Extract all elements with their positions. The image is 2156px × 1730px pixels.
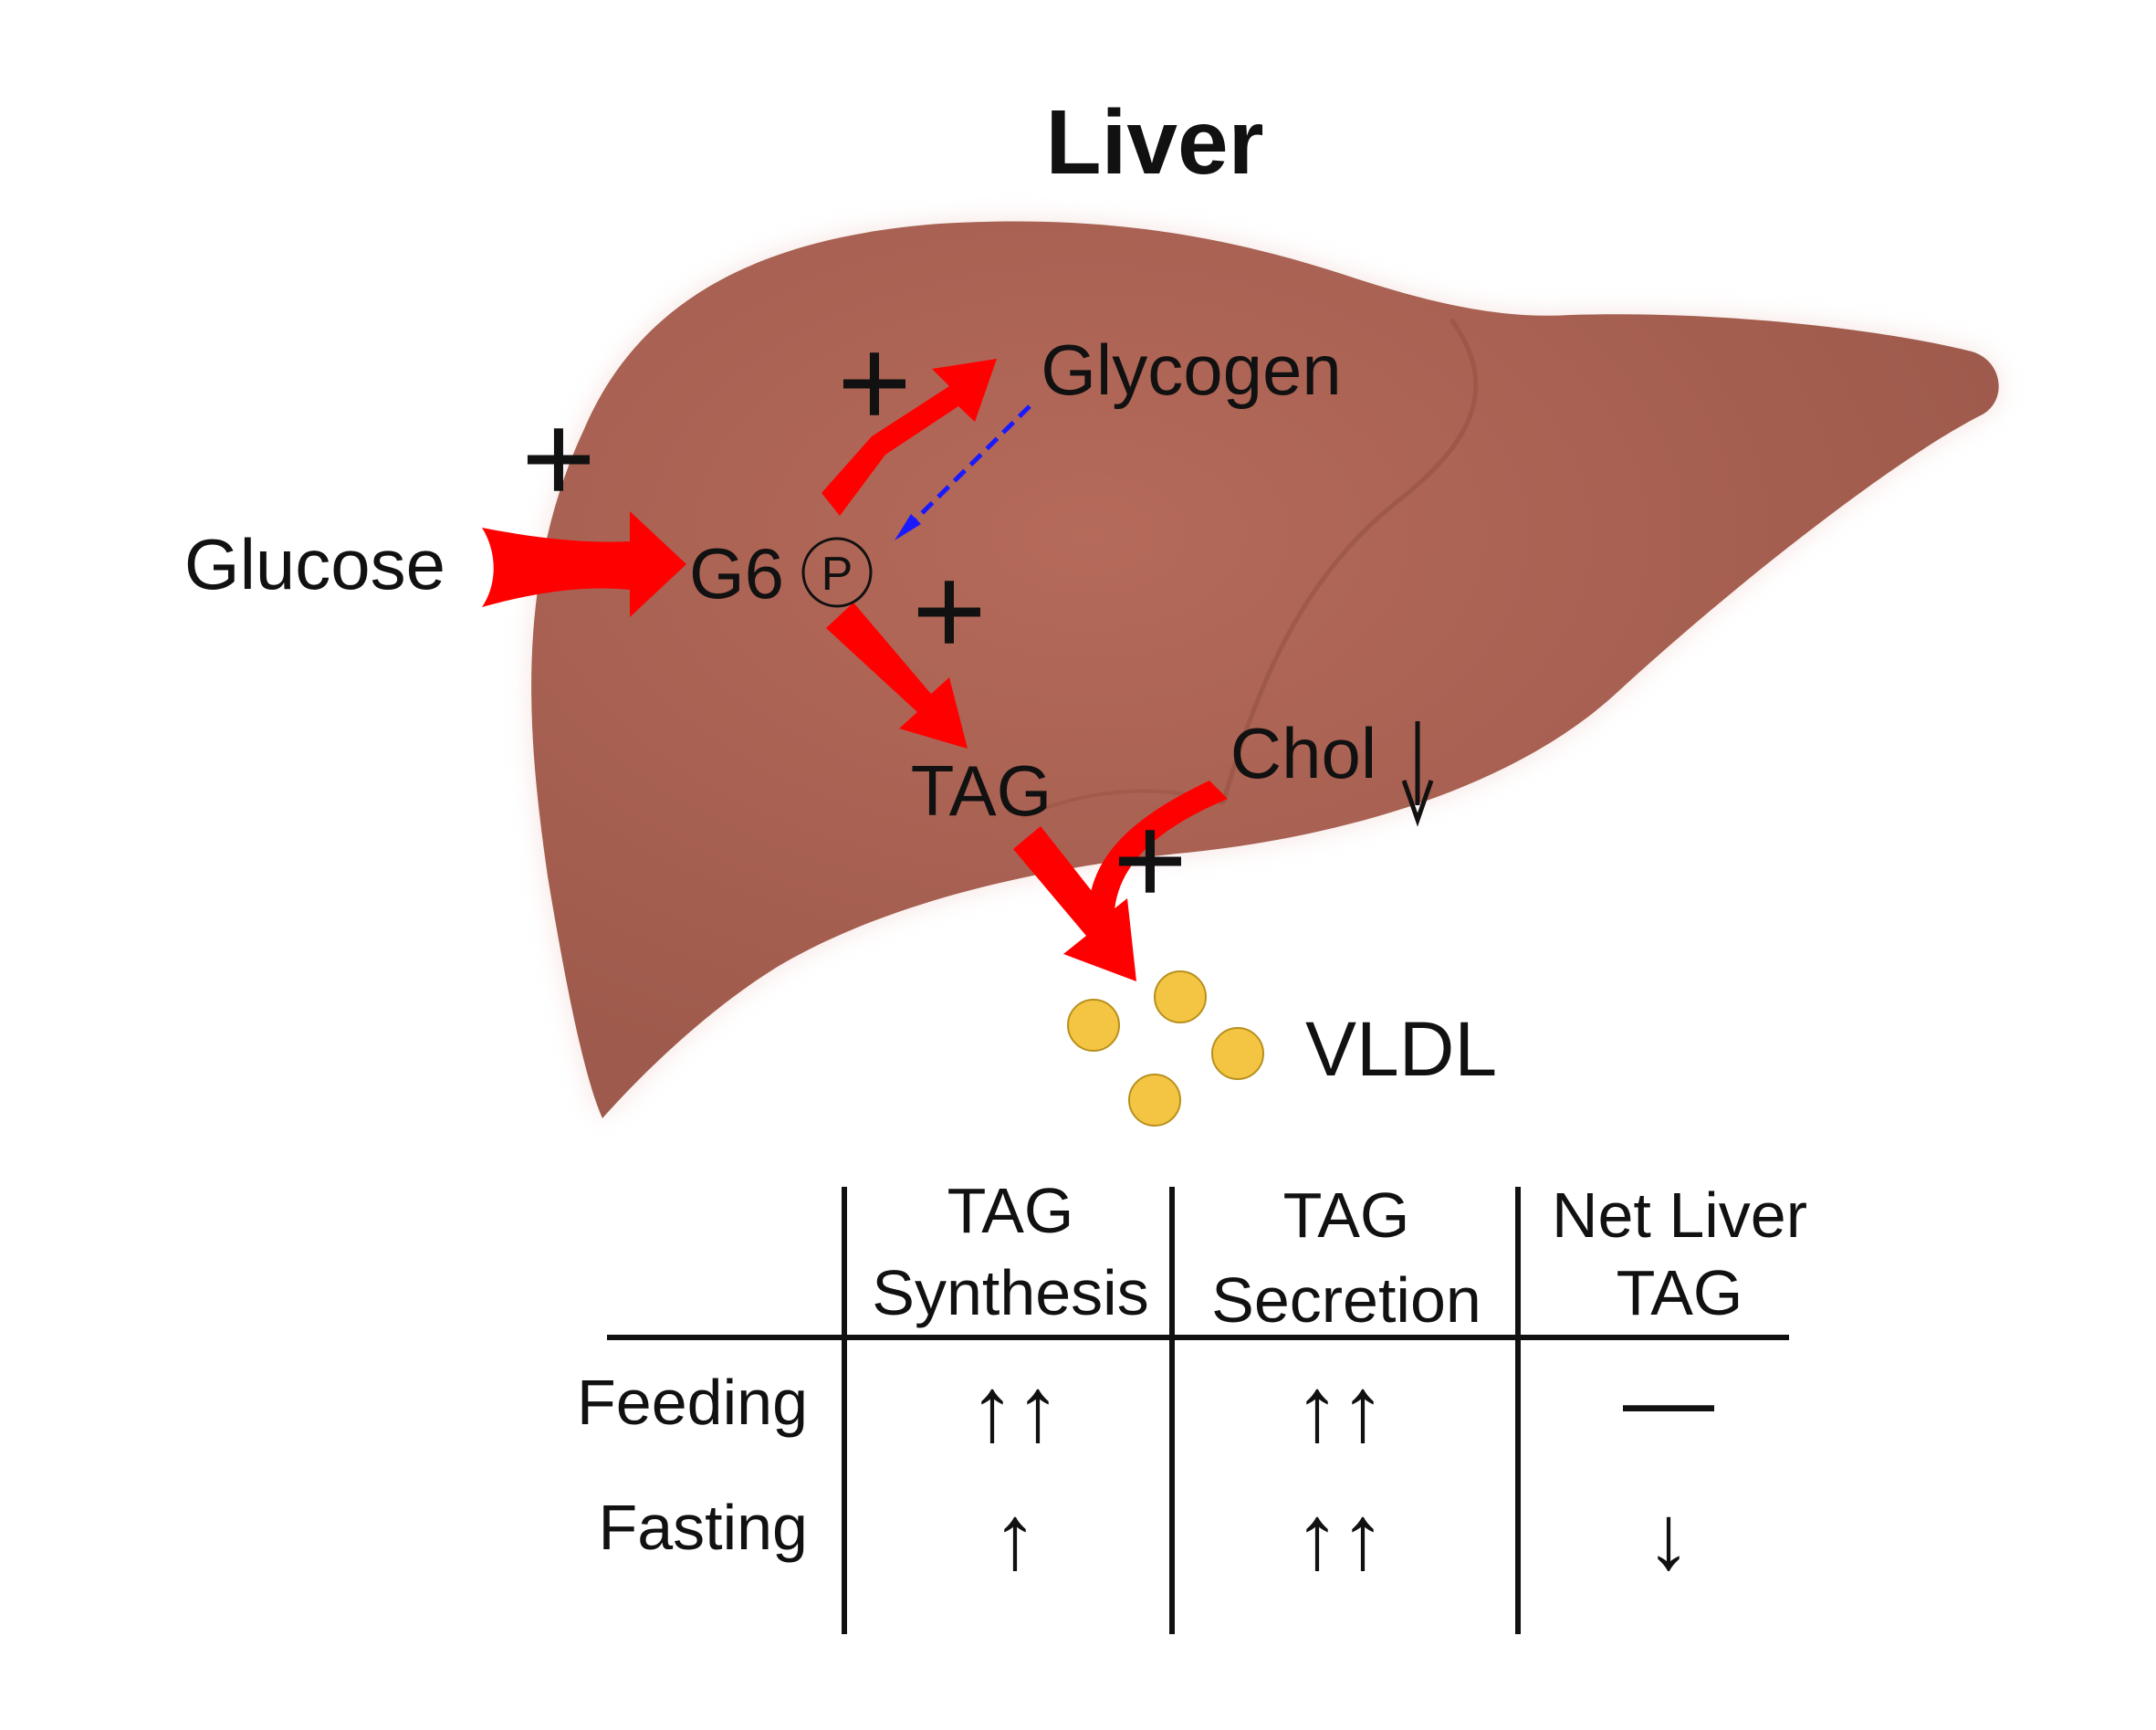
vldl-particles <box>1067 970 1264 1127</box>
feeding-net-cell: — <box>1623 1349 1714 1452</box>
plus-sign-glucose: + <box>521 386 596 529</box>
title: Liver <box>1045 91 1263 194</box>
summary-table: TAG Synthesis TAG Secretion Net Liver TA… <box>577 1175 1807 1634</box>
fasting-secretion-cell: ↑↑ <box>1294 1486 1386 1588</box>
plus-sign-glycogen: + <box>837 310 912 454</box>
plus-sign-vldl: + <box>1113 788 1188 931</box>
tag-label: TAG <box>911 750 1052 831</box>
chol-to-vldl-arrow <box>1088 781 1228 968</box>
header-tag-secretion-line1: TAG <box>1283 1180 1410 1251</box>
chol-decrease-arrow-icon <box>1401 721 1434 827</box>
vldl-particle <box>1211 1027 1264 1080</box>
plus-sign-tag-synthesis: + <box>912 539 987 682</box>
glucose-to-g6p-arrow <box>482 511 686 617</box>
header-tag-synthesis-line1: TAG <box>947 1175 1074 1246</box>
g6p-to-tag-arrow <box>826 603 968 749</box>
fasting-synthesis-cell: ↑ <box>992 1486 1038 1588</box>
vldl-label: VLDL <box>1305 1006 1497 1092</box>
header-net-liver-tag-line2: TAG <box>1617 1257 1743 1328</box>
vldl-particle <box>1128 1074 1181 1127</box>
chol-label: Chol <box>1230 713 1376 793</box>
phosphate-label: P <box>822 548 853 601</box>
row-label-fasting: Fasting <box>598 1492 808 1563</box>
phosphate-circle: P <box>801 537 873 608</box>
feeding-synthesis-cell: ↑↑ <box>969 1358 1061 1461</box>
vldl-particle <box>1067 999 1120 1052</box>
g6-label: G6 <box>689 533 784 613</box>
vldl-particle <box>1154 970 1207 1023</box>
row-label-feeding: Feeding <box>577 1367 808 1438</box>
fasting-net-cell: ↓ <box>1646 1486 1691 1588</box>
feeding-secretion-cell: ↑↑ <box>1294 1358 1386 1461</box>
glycogen-to-g6p-dashed-arrow <box>895 404 1031 540</box>
header-tag-secretion-line2: Secretion <box>1211 1264 1481 1336</box>
header-tag-synthesis-line2: Synthesis <box>872 1257 1148 1328</box>
header-net-liver-tag-line1: Net Liver <box>1552 1180 1807 1251</box>
glycogen-label: Glycogen <box>1041 330 1342 410</box>
glucose-label: Glucose <box>184 524 445 604</box>
g6p-to-glycogen-arrow <box>822 359 997 516</box>
